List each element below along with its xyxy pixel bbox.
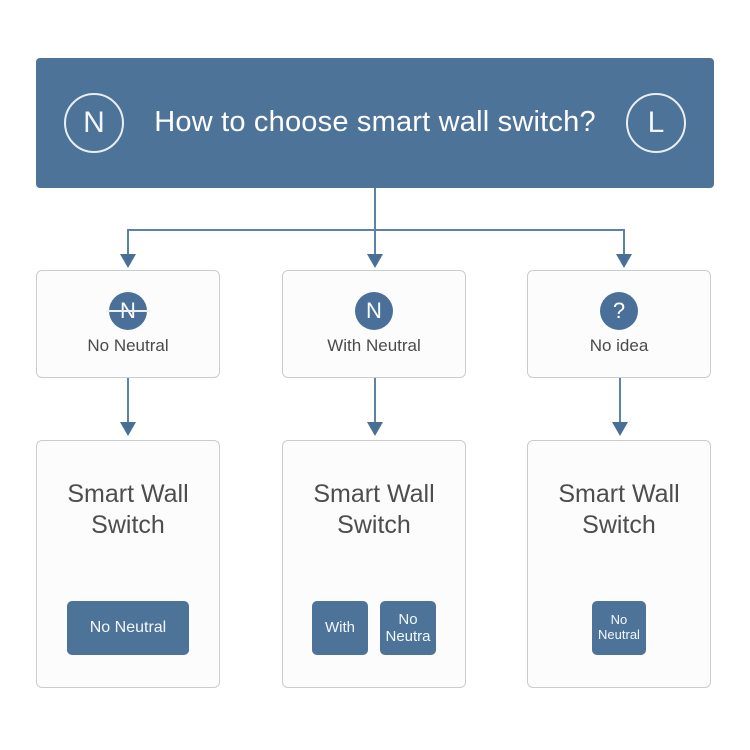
connector-option2-to-card2 bbox=[374, 378, 376, 424]
switch-button-label-wrap: No Neutral bbox=[598, 612, 640, 643]
no-neutral-icon-label: N bbox=[120, 298, 136, 323]
switch-button-label-line2: Neutral bbox=[598, 627, 640, 642]
switch-button-label-line1: No bbox=[610, 612, 628, 628]
connector-option3-to-card3 bbox=[619, 378, 621, 424]
option-label-no-neutral: No Neutral bbox=[87, 336, 169, 355]
switch-button-row: No Neutral bbox=[67, 601, 189, 655]
live-wire-icon: L bbox=[626, 93, 686, 153]
connector-branch-left bbox=[127, 229, 129, 256]
option-box-no-idea[interactable]: ? No idea bbox=[527, 270, 711, 378]
header-banner: N How to choose smart wall switch? L bbox=[36, 58, 714, 188]
product-card-no-neutral[interactable]: Smart Wall Switch No Neutral bbox=[36, 440, 220, 688]
switch-button-no-neutra[interactable]: No Neutra bbox=[380, 601, 436, 655]
product-card-with-neutral[interactable]: Smart Wall Switch With No Neutra bbox=[282, 440, 466, 688]
switch-button-label-line2: Neutra bbox=[385, 628, 431, 645]
switch-button-label-line1: No bbox=[398, 610, 418, 628]
arrowhead-to-option-1 bbox=[120, 254, 136, 268]
arrowhead-to-card-3 bbox=[612, 422, 628, 436]
question-mark-icon-label: ? bbox=[612, 298, 626, 323]
with-neutral-icon: N bbox=[355, 292, 393, 330]
question-mark-icon: ? bbox=[600, 292, 638, 330]
connector-branch-center bbox=[374, 229, 376, 256]
product-card-title: Smart Wall Switch bbox=[558, 480, 680, 539]
neutral-wire-icon: N bbox=[64, 93, 124, 153]
product-card-no-idea[interactable]: Smart Wall Switch No Neutral bbox=[527, 440, 711, 688]
neutral-wire-icon-label: N bbox=[83, 106, 105, 139]
live-wire-icon-label: L bbox=[647, 106, 665, 139]
product-card-title: Smart Wall Switch bbox=[67, 480, 189, 539]
option-box-no-neutral[interactable]: N No Neutral bbox=[36, 270, 220, 378]
connector-branch-right bbox=[623, 229, 625, 256]
switch-button-label: With bbox=[325, 619, 355, 637]
option-label-with-neutral: With Neutral bbox=[327, 336, 421, 355]
connector-header-stem bbox=[374, 188, 376, 229]
switch-button-row: With No Neutra bbox=[312, 601, 436, 655]
switch-button-no-neutral-small[interactable]: No Neutral bbox=[592, 601, 646, 655]
switch-button-with[interactable]: With bbox=[312, 601, 368, 655]
no-neutral-icon: N bbox=[106, 292, 150, 330]
arrowhead-to-card-2 bbox=[367, 422, 383, 436]
arrowhead-to-option-2 bbox=[367, 254, 383, 268]
arrowhead-to-option-3 bbox=[616, 254, 632, 268]
switch-button-label-wrap: No Neutra bbox=[385, 611, 430, 646]
option-box-with-neutral[interactable]: N With Neutral bbox=[282, 270, 466, 378]
connector-option1-to-card1 bbox=[127, 378, 129, 424]
option-label-no-idea: No idea bbox=[589, 336, 649, 355]
page-title: How to choose smart wall switch? bbox=[154, 106, 596, 139]
switch-button-no-neutral[interactable]: No Neutral bbox=[67, 601, 189, 655]
with-neutral-icon-label: N bbox=[366, 298, 382, 323]
switch-button-row: No Neutral bbox=[592, 601, 646, 655]
product-card-title: Smart Wall Switch bbox=[313, 480, 435, 539]
arrowhead-to-card-1 bbox=[120, 422, 136, 436]
switch-button-label: No Neutral bbox=[89, 618, 167, 636]
